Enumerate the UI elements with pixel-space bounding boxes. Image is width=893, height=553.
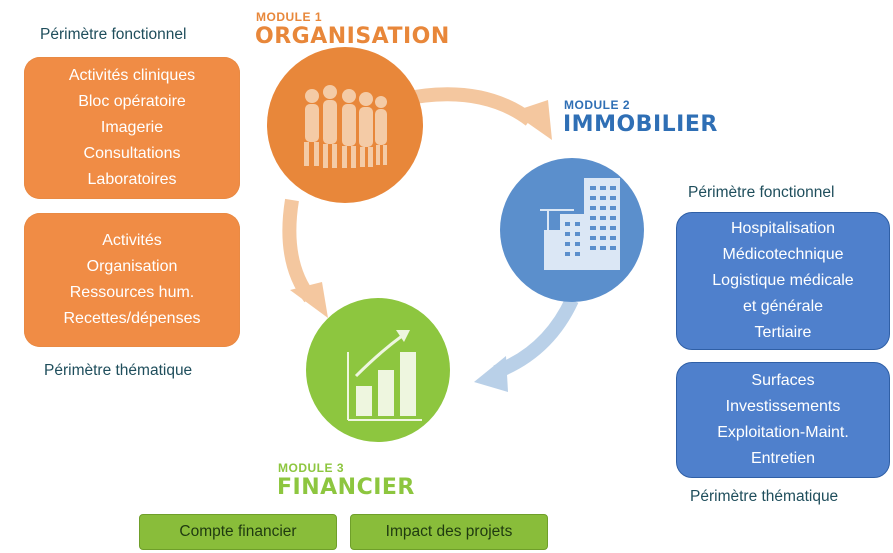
list-item: Tertiaire <box>754 324 812 341</box>
right-functional-caption: Périmètre fonctionnel <box>688 184 835 201</box>
list-item: Surfaces <box>751 372 815 389</box>
arrow-org-to-fin-head <box>290 282 328 318</box>
module2-kicker: MODULE 2 <box>564 98 631 112</box>
right-thematic-box: Surfaces Investissements Exploitation-Ma… <box>676 362 890 478</box>
growth-chart-icon <box>347 330 422 421</box>
arrow-immo-to-fin <box>493 296 579 379</box>
impact-projets-button[interactable]: Impact des projets <box>350 514 548 550</box>
people-icon <box>304 85 387 168</box>
left-thematic-caption: Périmètre thématique <box>44 362 193 379</box>
list-item: Recettes/dépenses <box>63 310 201 327</box>
list-item: Hospitalisation <box>730 220 836 237</box>
list-item: Exploitation-Maint. <box>717 424 849 441</box>
list-item: Organisation <box>86 258 178 275</box>
module2-title: IMMOBILIER <box>563 112 718 137</box>
list-item: Consultations <box>83 145 181 162</box>
arrow-immo-to-fin-head <box>474 356 508 392</box>
arrow-org-to-fin <box>282 198 316 303</box>
list-item: Ressources hum. <box>69 284 195 301</box>
list-item: Laboratoires <box>87 171 177 188</box>
list-item: Logistique médicale <box>712 272 854 289</box>
list-item: Entretien <box>750 450 816 467</box>
list-item: Imagerie <box>100 119 164 136</box>
list-item: et générale <box>742 298 824 315</box>
module3-title: FINANCIER <box>277 475 415 500</box>
list-item: Bloc opératoire <box>78 93 186 110</box>
left-functional-caption: Périmètre fonctionnel <box>40 26 187 43</box>
list-item: Médicotechnique <box>722 246 844 263</box>
list-item: Activités <box>102 232 162 249</box>
compte-financier-button[interactable]: Compte financier <box>139 514 337 550</box>
list-item: Investissements <box>725 398 841 415</box>
right-thematic-caption: Périmètre thématique <box>690 488 839 505</box>
list-item: Activités cliniques <box>68 67 196 84</box>
left-thematic-box: Activités Organisation Ressources hum. R… <box>24 213 240 347</box>
left-functional-box: Activités cliniques Bloc opératoire Imag… <box>24 57 240 199</box>
right-functional-box: Hospitalisation Médicotechnique Logistiq… <box>676 212 890 350</box>
module3-kicker: MODULE 3 <box>278 461 345 475</box>
arrow-org-to-immo-head <box>512 100 552 140</box>
module1-title: ORGANISATION <box>255 24 450 49</box>
buildings-icon <box>540 178 620 270</box>
module1-kicker: MODULE 1 <box>256 10 323 24</box>
